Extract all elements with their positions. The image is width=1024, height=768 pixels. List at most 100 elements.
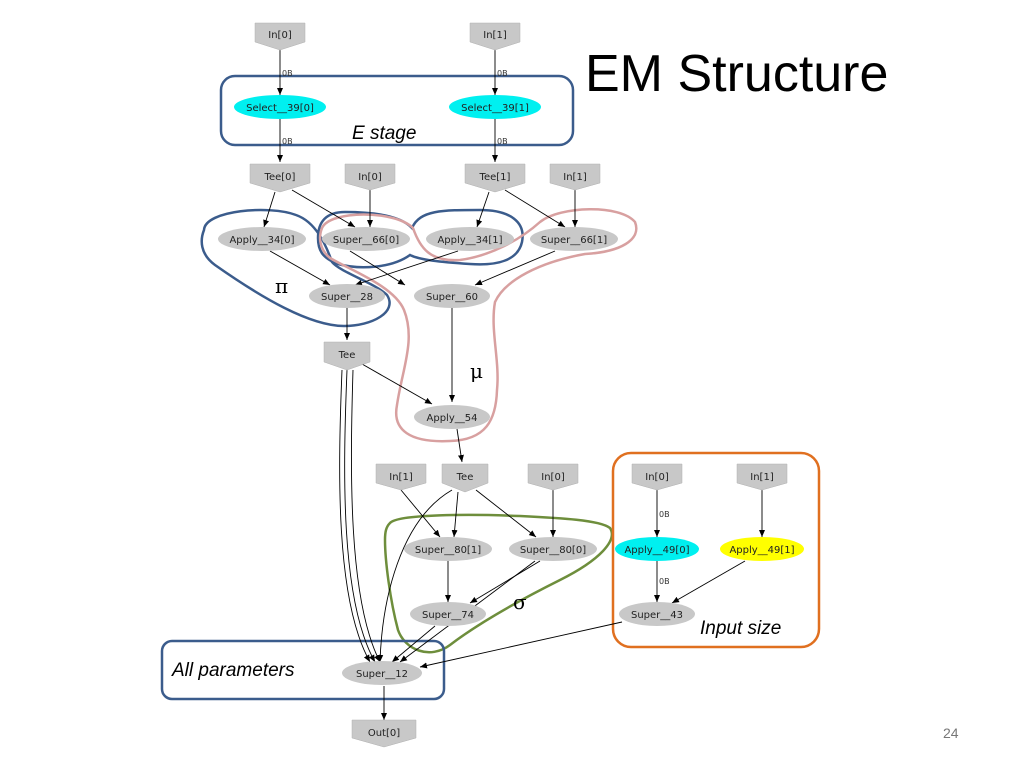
all-parameters-label: All parameters	[171, 660, 295, 681]
edge	[354, 250, 459, 286]
edge	[671, 560, 746, 604]
node-in1-d[interactable]: In[1]	[736, 463, 788, 491]
node-super74[interactable]: Super__74	[410, 602, 486, 626]
edge	[474, 250, 556, 286]
edge	[349, 250, 406, 286]
node-apply34-0[interactable]: Apply__34[0]	[218, 227, 306, 251]
edges	[263, 50, 765, 720]
node-tee0[interactable]: Tee[0]	[249, 163, 311, 193]
all-parameters-box	[160, 639, 446, 701]
svg-text:Super__66[1]: Super__66[1]	[541, 235, 607, 246]
edge-label: 0B	[282, 69, 293, 78]
svg-text:In[1]: In[1]	[563, 172, 587, 183]
edge	[350, 369, 381, 663]
svg-text:Super__28: Super__28	[321, 292, 373, 303]
node-out0[interactable]: Out[0]	[351, 719, 417, 748]
svg-text:In[0]: In[0]	[541, 472, 565, 483]
mu-outline	[318, 208, 638, 443]
edge-labels: 0B 0B 0B 0B 0B 0B	[282, 69, 670, 586]
svg-text:Tee: Tee	[456, 472, 474, 483]
svg-text:Apply__49[1]: Apply__49[1]	[729, 545, 794, 556]
svg-text:In[0]: In[0]	[358, 172, 382, 183]
edge	[475, 489, 537, 538]
node-in0-top[interactable]: In[0]	[254, 22, 306, 51]
node-apply34-1[interactable]: Apply__34[1]	[426, 227, 514, 251]
node-tee-b[interactable]: Tee	[441, 463, 489, 493]
edge	[469, 560, 541, 604]
input-size-box	[611, 451, 821, 649]
svg-text:Out[0]: Out[0]	[368, 728, 400, 739]
svg-text:In[0]: In[0]	[645, 472, 669, 483]
e-stage-box	[219, 74, 575, 147]
mu-label: μ	[470, 359, 483, 383]
node-apply49-1[interactable]: Apply__49[1]	[720, 537, 804, 561]
node-tee-a[interactable]: Tee	[323, 341, 371, 371]
edge	[344, 369, 376, 663]
node-apply54[interactable]: Apply__54	[414, 405, 490, 429]
svg-text:In[1]: In[1]	[750, 472, 774, 483]
svg-text:Super__43: Super__43	[631, 610, 683, 621]
svg-text:Super__12: Super__12	[356, 669, 408, 680]
node-select1[interactable]: Select__39[1]	[449, 95, 541, 119]
svg-text:Apply__49[0]: Apply__49[0]	[624, 545, 689, 556]
svg-text:Super__80[0]: Super__80[0]	[520, 545, 586, 556]
blue-outline-super66-apply34	[316, 208, 524, 269]
sigma-label: σ	[513, 590, 527, 614]
svg-text:Tee[0]: Tee[0]	[264, 172, 296, 183]
svg-text:Select__39[0]: Select__39[0]	[246, 103, 314, 114]
node-super66-0[interactable]: Super__66[0]	[322, 227, 410, 251]
svg-text:Super__80[1]: Super__80[1]	[415, 545, 481, 556]
edge	[377, 489, 453, 663]
edge	[361, 363, 433, 405]
svg-text:In[0]: In[0]	[268, 30, 292, 41]
svg-text:Super__60: Super__60	[426, 292, 478, 303]
edge-label: 0B	[659, 577, 670, 586]
svg-text:Super__74: Super__74	[422, 610, 474, 621]
svg-text:Apply__34[1]: Apply__34[1]	[437, 235, 502, 246]
input-size-label: Input size	[700, 618, 781, 639]
node-in0-b[interactable]: In[0]	[344, 163, 396, 191]
edge	[476, 191, 490, 228]
svg-text:Tee: Tee	[338, 350, 356, 361]
svg-text:Apply__34[0]: Apply__34[0]	[229, 235, 294, 246]
svg-text:Tee[1]: Tee[1]	[479, 172, 511, 183]
node-in1-b[interactable]: In[1]	[549, 163, 601, 191]
port-nodes: In[0] In[1] Tee[0] In[0] Tee[1] In[1] Te…	[249, 22, 788, 748]
page-number: 24	[943, 725, 959, 741]
svg-text:In[1]: In[1]	[483, 30, 507, 41]
edge	[339, 369, 371, 663]
edge-label: 0B	[282, 137, 293, 146]
node-in0-d[interactable]: In[0]	[631, 463, 683, 491]
edge	[451, 491, 459, 538]
node-super28[interactable]: Super__28	[309, 284, 385, 308]
sigma-outline	[383, 513, 613, 654]
pi-label: π	[275, 274, 288, 298]
group-outlines	[160, 74, 821, 701]
node-apply49-0[interactable]: Apply__49[0]	[615, 537, 699, 561]
slide-title: EM Structure	[585, 45, 889, 103]
edge	[504, 189, 566, 228]
pi-outline	[200, 208, 391, 328]
operator-nodes: Select__39[0] Select__39[1] Apply__34[0]…	[218, 95, 804, 685]
svg-text:Super__66[0]: Super__66[0]	[333, 235, 399, 246]
node-super43[interactable]: Super__43	[619, 602, 695, 626]
edge-label: 0B	[659, 510, 670, 519]
node-in0-c[interactable]: In[0]	[527, 463, 579, 491]
group-labels: E stage π μ σ Input size All parameters	[171, 123, 781, 681]
node-in1-c[interactable]: In[1]	[375, 463, 427, 491]
node-super66-1[interactable]: Super__66[1]	[530, 227, 618, 251]
svg-text:Select__39[1]: Select__39[1]	[461, 103, 529, 114]
node-in1-top[interactable]: In[1]	[469, 22, 521, 51]
node-select0[interactable]: Select__39[0]	[234, 95, 326, 119]
node-super80-1[interactable]: Super__80[1]	[404, 537, 492, 561]
node-super80-0[interactable]: Super__80[0]	[509, 537, 597, 561]
node-super12[interactable]: Super__12	[342, 661, 422, 685]
node-super60[interactable]: Super__60	[414, 284, 490, 308]
edge	[269, 250, 331, 286]
svg-text:Apply__54: Apply__54	[427, 413, 478, 424]
edge	[291, 189, 356, 228]
svg-text:In[1]: In[1]	[389, 472, 413, 483]
node-tee1[interactable]: Tee[1]	[464, 163, 526, 193]
